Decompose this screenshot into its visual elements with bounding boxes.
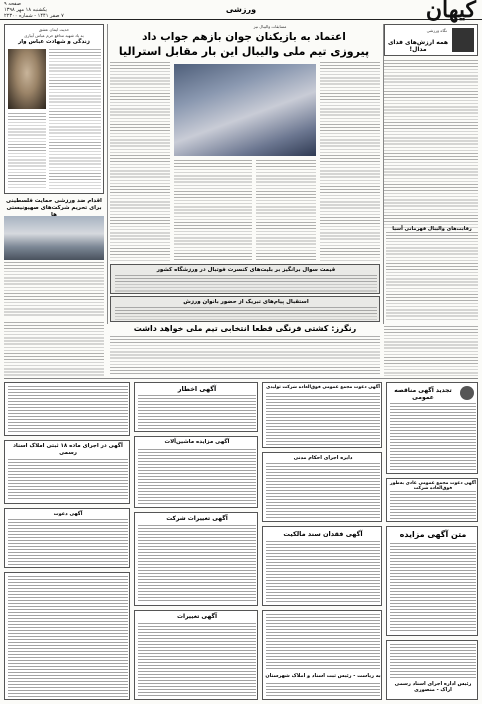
middle-box-1-title: قیمت سوال برانگیز بر بلیت‌های کنسرت فوتب…	[156, 267, 336, 273]
ad-change1-text	[138, 525, 256, 603]
ad-ardabil-title: به ریاست - رئیس ثبت اسناد و املاک شهرستا…	[265, 673, 381, 679]
obit-text-2	[8, 113, 46, 189]
right-lower-text-2	[384, 326, 478, 376]
right-lower-text	[386, 232, 478, 322]
ad-ardabil-text	[266, 614, 380, 670]
ad-article: آگهی در اجرای ماده ۱۸ ثبتی املاک اسناد ر…	[4, 440, 130, 504]
main-story-text-col4	[174, 160, 252, 262]
obit-sub: به یاد شهید مدافع حرم عباس آبیاری	[24, 33, 84, 38]
ad-left-4-text	[8, 576, 128, 698]
middle-box-1-text	[115, 275, 377, 293]
ad-notice2: آگهی دعوت	[4, 508, 130, 568]
column-divider-left	[107, 24, 108, 324]
main-story-text-col1	[320, 62, 380, 262]
masthead: کیهان ورزشی صفحه ۹ یکشنبه ۱۸ مهر ۱۳۹۸ ۷ …	[0, 0, 482, 23]
ad-article-title: آگهی در اجرای ماده ۱۸ ثبتی املاک اسناد ر…	[13, 443, 123, 456]
left-story-text	[4, 262, 104, 318]
martyr-portrait	[8, 49, 46, 109]
left-lower-text	[4, 322, 104, 376]
main-headline-1: اعتماد به بازیکنان جوان بازهم جواب داد	[142, 31, 346, 43]
ad-ardabil-text-2	[266, 683, 380, 697]
newspaper-logo: کیهان	[425, 0, 476, 23]
date-line: یکشنبه ۱۸ مهر ۱۳۹۸	[4, 7, 47, 13]
right-lower-title: رقابت‌های والیبال قهرمانی آسیا	[392, 226, 472, 232]
wrestling-headline: رنگرز: کشتی فرنگی قطعا انتخابی تیم ملی خ…	[133, 324, 357, 333]
main-kicker: مسابقات والیبال نیز	[253, 24, 287, 29]
ad-economic-text	[266, 393, 380, 445]
invite-text	[390, 491, 476, 521]
column-divider	[383, 24, 384, 324]
ad-lost-title: آگهی فقدان سند مالکیت	[283, 530, 363, 538]
ad-notice-text	[138, 395, 256, 429]
arak-ad: رئیس اداره اجرای اسناد رسمی اراک - منصور…	[386, 640, 478, 700]
section-title: ورزشی	[225, 5, 257, 14]
ad-notice-title: آگهی اخطار	[177, 385, 217, 393]
ad-change2-text	[138, 623, 256, 697]
ad-forest: آگهی مزایده ماشین‌آلات	[134, 436, 258, 508]
ad-economic: آگهی دعوت مجمع عمومی فوق‌العاده شرکت تول…	[262, 382, 382, 448]
ad-notice2-text	[8, 519, 128, 565]
ad-lost-text	[266, 541, 380, 603]
arak-text	[390, 644, 476, 678]
ad-change2: آگهی تغییرات	[134, 610, 258, 700]
ad-exec-text	[266, 463, 380, 519]
ad-forest-text	[138, 449, 256, 505]
issue-line: ۷ صفر ۱۴۴۱ - شماره ۲۲۳۰۰	[4, 13, 64, 19]
ad-change1: آگهی تغییرات شرکت	[134, 512, 258, 606]
obit-kicker: حدیث ایمان عشق	[38, 27, 70, 32]
ad-left-1-text	[8, 386, 128, 434]
middle-box-2: استقبال پیام‌های تبریک از حضور بانوان ور…	[110, 296, 380, 322]
tender-ad: تجدید آگهی مناقصه عمومی	[386, 382, 478, 474]
emblem-icon	[460, 386, 474, 400]
middle-box-2-text	[115, 307, 377, 321]
ad-left-1	[4, 382, 130, 436]
ad-ardabil: به ریاست - رئیس ثبت اسناد و املاک شهرستا…	[262, 610, 382, 700]
ad-change1-title: آگهی تغییرات شرکت	[166, 515, 228, 522]
invite-ad: آگهی دعوت مجمع عمومی عادی به‌طور فوق‌الع…	[386, 478, 478, 522]
auction-title: متن آگهی مزایده	[399, 530, 467, 539]
ad-change2-title: آگهی تغییرات	[176, 613, 218, 620]
ad-economic-title: آگهی دعوت مجمع عمومی فوق‌العاده شرکت تول…	[266, 385, 380, 390]
ads-divider	[4, 378, 478, 379]
volleyball-photo	[174, 64, 316, 156]
left-story-title: اقدام ضد ورزشی حمایت فلسطینی برای تحریم …	[6, 198, 102, 218]
cycling-photo	[4, 216, 104, 260]
middle-box-1: قیمت سوال برانگیز بر بلیت‌های کنسرت فوتب…	[110, 264, 380, 294]
arak-title: رئیس اداره اجرای اسناد رسمی اراک - منصور…	[394, 681, 472, 693]
ad-notice: آگهی اخطار	[134, 382, 258, 432]
ad-article-text	[8, 459, 128, 501]
right-box-title: همه ارزش‌های فدای مدال!	[387, 39, 449, 53]
main-headline-2: پیروزی تیم ملی والیبال این بار مقابل است…	[118, 45, 370, 58]
right-column-text	[384, 60, 478, 228]
obit-title: زندگی و شهادت عباس وار	[18, 39, 90, 45]
page-number: صفحه ۹	[4, 1, 21, 7]
tender-text	[390, 403, 476, 471]
right-column-box: نگاه ورزشی همه ارزش‌های فدای مدال!	[384, 24, 478, 56]
main-story-text-col2	[256, 160, 316, 262]
obituary-box: حدیث ایمان عشق به یاد شهید مدافع حرم عبا…	[4, 24, 104, 194]
wrestling-text	[110, 336, 380, 376]
ad-left-4	[4, 572, 130, 700]
column-logo-icon	[452, 28, 474, 52]
obit-text	[49, 49, 101, 189]
tender-title: تجدید آگهی مناقصه عمومی	[394, 387, 452, 401]
main-story-text-col3	[110, 62, 170, 262]
auction-text	[390, 543, 476, 633]
ad-lost: آگهی فقدان سند مالکیت	[262, 526, 382, 606]
invite-title: آگهی دعوت مجمع عمومی عادی به‌طور فوق‌الع…	[390, 481, 476, 491]
auction-ad: متن آگهی مزایده	[386, 526, 478, 636]
ad-forest-title: آگهی مزایده ماشین‌آلات	[164, 439, 230, 445]
box-kicker: نگاه ورزشی	[426, 28, 447, 33]
ad-exec-title: دایره اجرای احکام مدنی	[293, 455, 353, 461]
middle-box-2-title: استقبال پیام‌های تبریک از حضور بانوان ور…	[183, 299, 309, 305]
ad-exec: دایره اجرای احکام مدنی	[262, 452, 382, 522]
ad-notice2-title: آگهی دعوت	[53, 511, 83, 517]
